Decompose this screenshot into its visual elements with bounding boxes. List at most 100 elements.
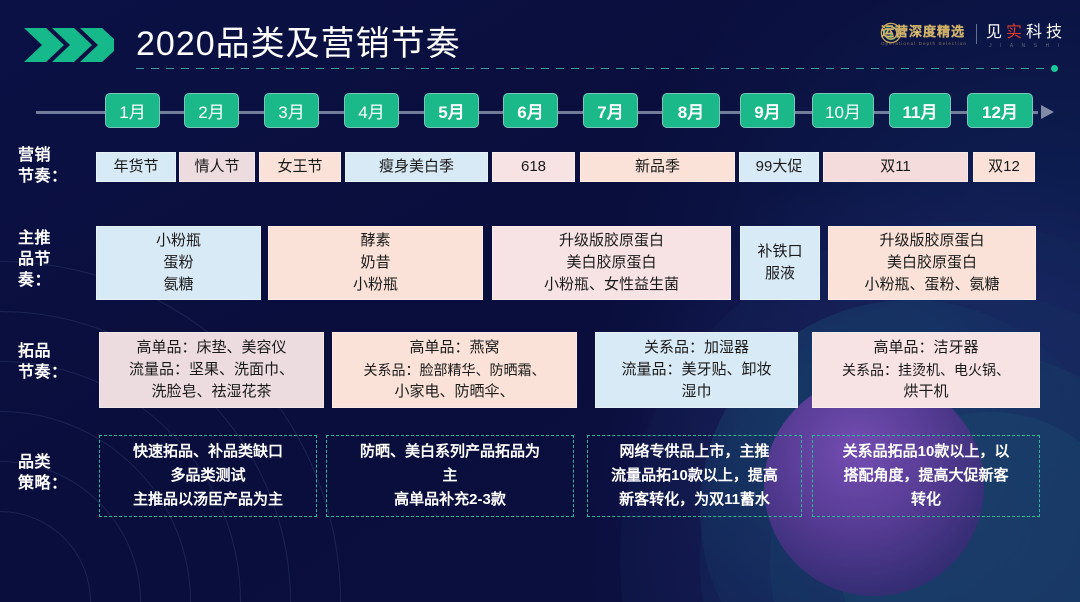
cell-line: 关系品：挂烫机、电火锅、 xyxy=(842,362,1010,378)
timeline-month-1[interactable]: 1月 xyxy=(105,93,160,128)
timeline-month-7[interactable]: 7月 xyxy=(583,93,638,128)
marketing-cell[interactable]: 年货节 xyxy=(96,152,176,182)
cell-line: 小粉瓶 xyxy=(155,232,201,249)
strategy-cell[interactable]: 快速拓品、补品类缺口 多品类测试 主推品以汤臣产品为主 xyxy=(99,435,317,517)
cell-lines: 升级版胶原蛋白 美白胶原蛋白 小粉瓶、蛋粉、氨糖 xyxy=(833,230,1031,296)
cell-lines: 补铁口 服液 xyxy=(745,241,815,285)
row-label-expansion: 拓品 节奏： xyxy=(18,341,104,383)
timeline-month-3[interactable]: 3月 xyxy=(264,93,319,128)
cell-line: 转化 xyxy=(910,491,941,508)
cell-line: 关系品拓品10款以上，以 xyxy=(842,443,1010,460)
row-label-main-products: 主推 品节 奏： xyxy=(18,228,104,291)
strategy-cell[interactable]: 防晒、美白系列产品拓品为 主 高单品补充2-3款 xyxy=(326,435,574,517)
timeline-month-8[interactable]: 8月 xyxy=(662,93,720,128)
cell-line: 流量品拓10款以上，提高 xyxy=(611,467,778,484)
partner-name-cn: 见实科技 xyxy=(985,24,1066,41)
expansion-cell[interactable]: 高单品：燕窝 关系品：脸部精华、防晒霜、 小家电、防晒伞、 xyxy=(332,332,577,408)
cell-line: 流量品：坚果、洗面巾、 xyxy=(128,361,294,378)
page-title: 2020品类及营销节奏 xyxy=(136,25,461,63)
cell-line: 烘干机 xyxy=(903,383,949,400)
marketing-cell[interactable]: 618 xyxy=(492,152,575,182)
cell-lines: 高单品：燕窝 关系品：脸部精华、防晒霜、 小家电、防晒伞、 xyxy=(337,337,572,403)
cell-line: 网络专供品上市，主推 xyxy=(619,443,770,460)
cell-line: 关系品：脸部精华、防晒霜、 xyxy=(363,362,546,378)
brand-divider xyxy=(975,23,977,44)
cell-line: 防晒、美白系列产品拓品为 xyxy=(359,443,540,460)
rule-end-dot xyxy=(1051,65,1058,72)
timeline-month-4[interactable]: 4月 xyxy=(344,93,399,128)
row-label-marketing: 营销 节奏： xyxy=(18,145,104,187)
row-label-line: 品类 xyxy=(18,454,52,471)
cell-line: 升级版胶原蛋白 xyxy=(879,232,985,249)
main-product-cell[interactable]: 酵素 奶昔 小粉瓶 xyxy=(268,226,483,300)
cell-line: 服液 xyxy=(764,265,795,282)
timeline-month-6[interactable]: 6月 xyxy=(503,93,558,128)
marketing-cell[interactable]: 双11 xyxy=(823,152,968,182)
cell-lines: 高单品：床垫、美容仪 流量品：坚果、洗面巾、 洗脸皂、祛湿花茶 xyxy=(104,337,319,403)
timeline-month-9[interactable]: 9月 xyxy=(740,93,795,128)
timeline-month-10[interactable]: 10月 xyxy=(812,93,874,128)
expansion-cell[interactable]: 高单品：床垫、美容仪 流量品：坚果、洗面巾、 洗脸皂、祛湿花茶 xyxy=(99,332,324,408)
title-underline-rule xyxy=(136,68,1050,69)
cell-line: 小粉瓶、蛋粉、氨糖 xyxy=(864,276,1000,293)
cell-lines: 酵素 奶昔 小粉瓶 xyxy=(273,230,478,296)
slide-header: 2020品类及营销节奏 运营深度精选 Operational Depth Sel… xyxy=(0,0,1080,84)
cell-line: 高单品补充2-3款 xyxy=(394,491,506,508)
marketing-cell[interactable]: 情人节 xyxy=(179,152,255,182)
cell-lines: 网络专供品上市，主推 流量品拓10款以上，提高 新客转化，为双11蓄水 xyxy=(592,440,797,512)
row-label-line: 节奏： xyxy=(18,364,68,381)
timeline-arrow-head xyxy=(1041,105,1054,119)
triple-chevron-icon xyxy=(24,28,114,62)
marketing-cell[interactable]: 瘦身美白季 xyxy=(345,152,488,182)
cell-line: 高单品：燕窝 xyxy=(409,339,500,356)
cell-lines: 小粉瓶 蛋粉 氨糖 xyxy=(101,230,256,296)
cell-line: 流量品：美牙贴、卸妆 xyxy=(621,361,772,378)
cell-line: 洗脸皂、祛湿花茶 xyxy=(151,383,272,400)
row-label-line: 主推 xyxy=(18,230,52,247)
brand-lockup: 运营深度精选 Operational Depth Selection 见实科技 … xyxy=(881,18,1066,49)
marketing-cell[interactable]: 99大促 xyxy=(739,152,819,182)
cell-lines: 关系品拓品10款以上，以 搭配角度，提高大促新客 转化 xyxy=(817,440,1035,512)
row-label-strategy: 品类 策略： xyxy=(18,452,104,494)
main-product-cell[interactable]: 升级版胶原蛋白 美白胶原蛋白 小粉瓶、蛋粉、氨糖 xyxy=(828,226,1036,300)
strategy-cell[interactable]: 关系品拓品10款以上，以 搭配角度，提高大促新客 转化 xyxy=(812,435,1040,517)
partner-name-block: 见实科技 J I A N S H I xyxy=(986,18,1066,49)
main-product-cell[interactable]: 升级版胶原蛋白 美白胶原蛋白 小粉瓶、女性益生菌 xyxy=(492,226,731,300)
main-product-cell[interactable]: 小粉瓶 蛋粉 氨糖 xyxy=(96,226,261,300)
row-label-line: 奏： xyxy=(18,272,52,289)
marketing-cell[interactable]: 女王节 xyxy=(259,152,341,182)
cell-line: 蛋粉 xyxy=(163,254,194,271)
cell-line: 奶昔 xyxy=(360,254,391,271)
cell-lines: 关系品：加湿器 流量品：美牙贴、卸妆 湿巾 xyxy=(600,337,793,403)
cell-line: 湿巾 xyxy=(681,383,712,400)
cell-line: 小家电、防晒伞、 xyxy=(394,383,515,400)
cell-line: 主 xyxy=(442,467,458,484)
cell-line: 新客转化，为双11蓄水 xyxy=(619,491,770,508)
brand-name-cn: 运营深度精选 xyxy=(880,24,965,39)
strategy-cell[interactable]: 网络专供品上市，主推 流量品拓10款以上，提高 新客转化，为双11蓄水 xyxy=(587,435,802,517)
cell-lines: 快速拓品、补品类缺口 多品类测试 主推品以汤臣产品为主 xyxy=(104,440,312,512)
row-label-line: 拓品 xyxy=(18,343,52,360)
cell-lines: 防晒、美白系列产品拓品为 主 高单品补充2-3款 xyxy=(331,440,569,512)
cell-lines: 高单品：洁牙器 关系品：挂烫机、电火锅、 烘干机 xyxy=(817,337,1035,403)
cell-line: 关系品：加湿器 xyxy=(643,339,749,356)
cell-line: 氨糖 xyxy=(163,276,194,293)
marketing-cell[interactable]: 双12 xyxy=(973,152,1035,182)
cell-line: 高单品：洁牙器 xyxy=(873,339,979,356)
cell-line: 美白胶原蛋白 xyxy=(886,254,977,271)
timeline-month-2[interactable]: 2月 xyxy=(184,93,239,128)
row-label-line: 节奏： xyxy=(18,168,68,185)
cell-line: 酵素 xyxy=(360,232,391,249)
brand-name-sub: Operational Depth Selection xyxy=(880,41,967,46)
expansion-cell[interactable]: 高单品：洁牙器 关系品：挂烫机、电火锅、 烘干机 xyxy=(812,332,1040,408)
month-timeline: 1月 2月 3月 4月 5月 6月 7月 8月 9月 10月 11月 12月 xyxy=(0,93,1080,131)
main-product-cell[interactable]: 补铁口 服液 xyxy=(740,226,820,300)
timeline-month-12[interactable]: 12月 xyxy=(967,93,1033,128)
concentric-arc xyxy=(0,261,341,602)
expansion-cell[interactable]: 关系品：加湿器 流量品：美牙贴、卸妆 湿巾 xyxy=(595,332,798,408)
cell-line: 小粉瓶 xyxy=(352,276,398,293)
timeline-month-5[interactable]: 5月 xyxy=(424,93,479,128)
marketing-cell[interactable]: 新品季 xyxy=(580,152,735,182)
cell-line: 小粉瓶、女性益生菌 xyxy=(543,276,679,293)
timeline-month-11[interactable]: 11月 xyxy=(889,93,951,128)
